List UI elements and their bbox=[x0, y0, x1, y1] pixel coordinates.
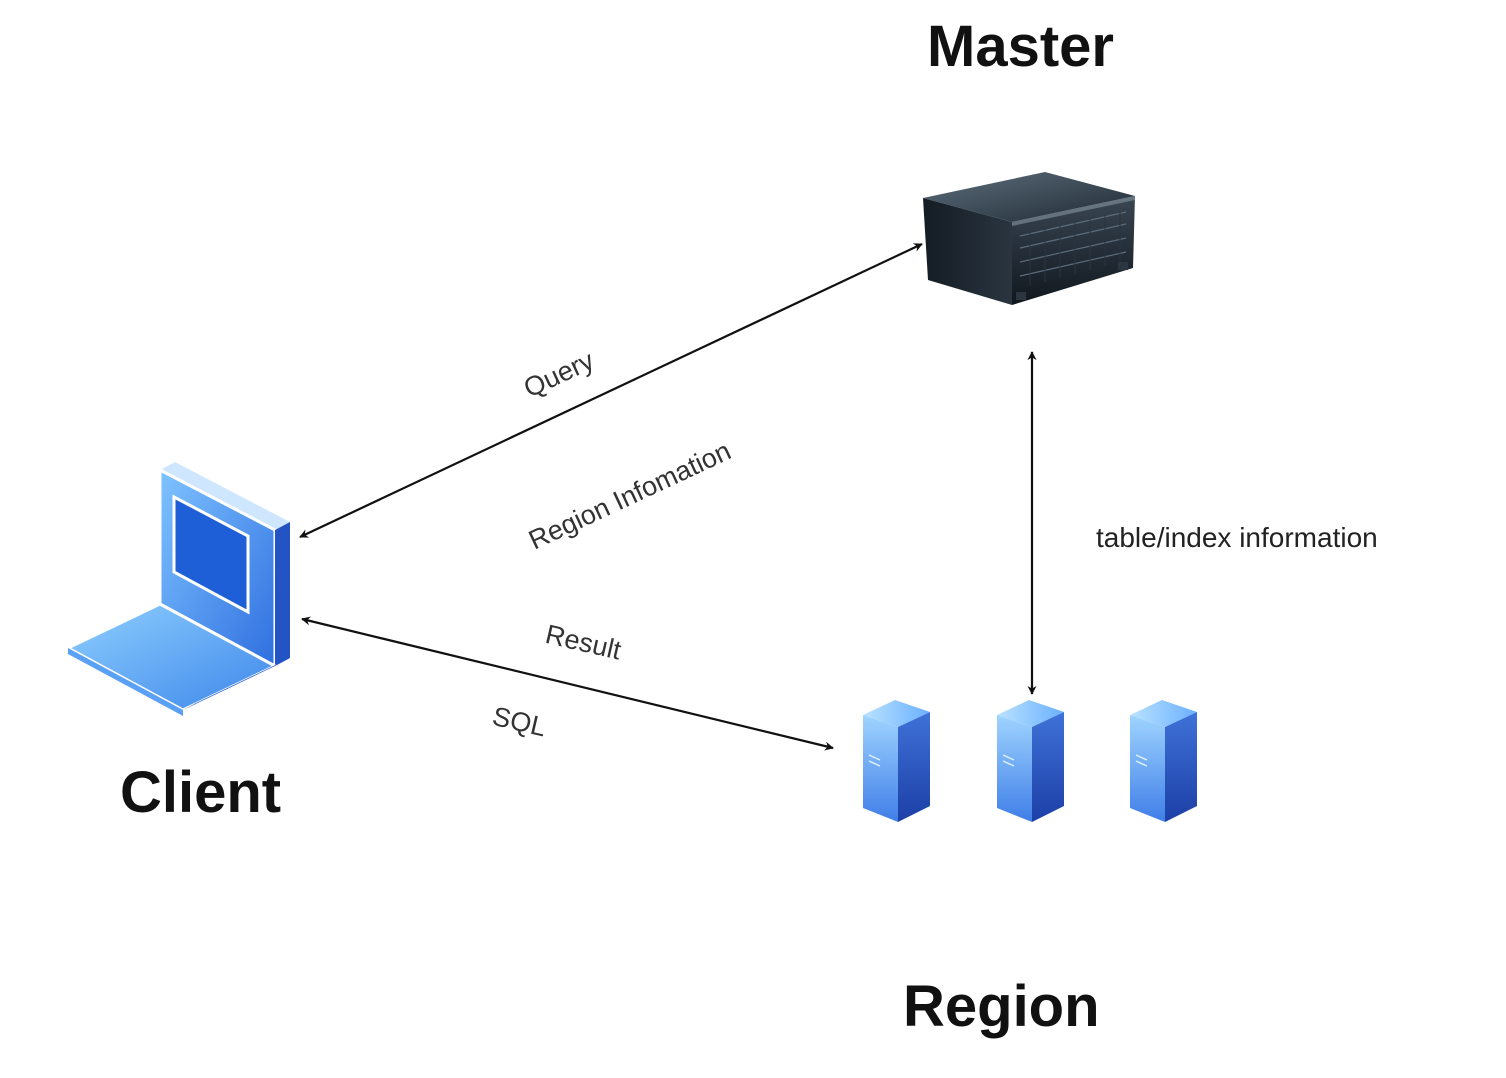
client-title: Client bbox=[120, 760, 282, 825]
master-title: Master bbox=[927, 14, 1114, 79]
laptop-icon bbox=[64, 462, 290, 716]
table-index-information-label: table/index information bbox=[1096, 522, 1378, 553]
region-title: Region bbox=[903, 974, 1100, 1039]
rack-server-icon bbox=[923, 172, 1135, 305]
client-master-connector bbox=[299, 243, 923, 538]
tower-server-icon-3 bbox=[1130, 700, 1197, 822]
client-region-connector bbox=[301, 616, 834, 751]
tower-server-icon-1 bbox=[863, 700, 930, 822]
tower-server-icon-2 bbox=[997, 700, 1064, 822]
